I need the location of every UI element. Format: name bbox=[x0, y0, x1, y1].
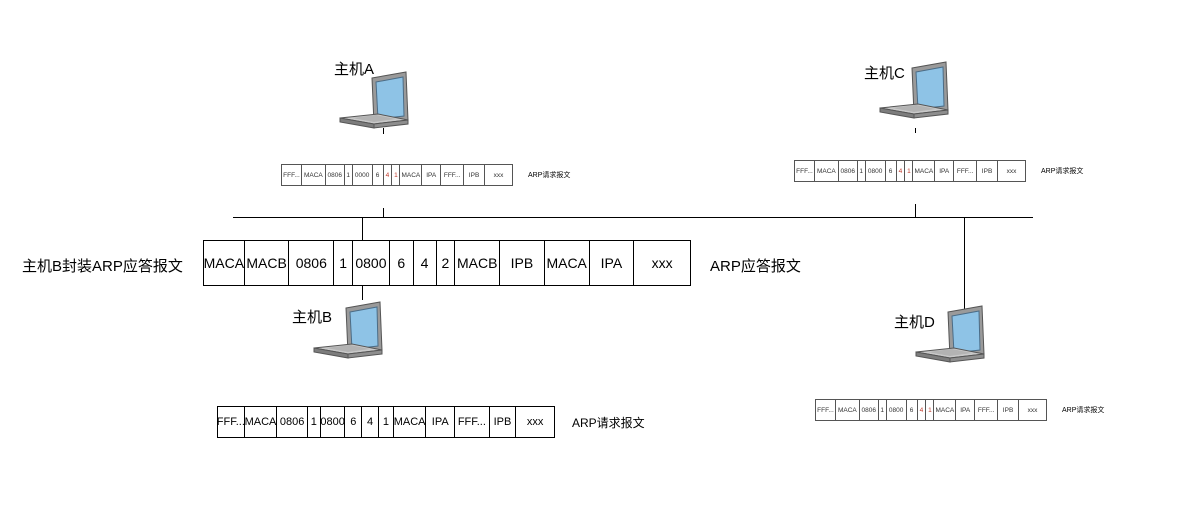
host-b-label: 主机B bbox=[292, 309, 333, 326]
host-d-packet-caption: ARP请求报文 bbox=[1062, 407, 1105, 414]
packet-field: 0806 bbox=[324, 164, 345, 186]
packet-field: 2 bbox=[435, 240, 456, 286]
packet-field: MACA bbox=[813, 160, 839, 182]
packet-field: MACA bbox=[243, 406, 278, 438]
packet-field: xxx bbox=[515, 406, 555, 438]
packet-field: xxx bbox=[484, 164, 513, 186]
laptop-icon bbox=[914, 304, 986, 366]
packet-field: xxx bbox=[1018, 399, 1047, 421]
laptop-icon bbox=[338, 70, 410, 132]
host-c-drop-line-top bbox=[915, 128, 916, 133]
laptop-icon bbox=[312, 300, 384, 362]
host-a-drop-line-top bbox=[383, 128, 384, 134]
packet-field: 6 bbox=[344, 406, 363, 438]
packet-field: 0800 bbox=[885, 399, 907, 421]
network-bus-line bbox=[233, 217, 1033, 218]
host-d-label: 主机D bbox=[894, 314, 935, 331]
packet-field: MACA bbox=[392, 406, 427, 438]
packet-field: MACA bbox=[834, 399, 860, 421]
packet-field: IPA bbox=[955, 399, 976, 421]
packet-field: IPB bbox=[997, 399, 1019, 421]
packet-field: 0800 bbox=[864, 160, 886, 182]
packet-field: 1 bbox=[378, 406, 394, 438]
packet-field: FFF... bbox=[794, 160, 815, 182]
packet-field: FFF... bbox=[440, 164, 465, 186]
host-c-label: 主机C bbox=[864, 65, 905, 82]
packet-field: IPB bbox=[463, 164, 485, 186]
packet-field: xxx bbox=[997, 160, 1026, 182]
host-a-packet-caption: ARP请求报文 bbox=[528, 172, 571, 179]
host-a-label: 主机A bbox=[334, 61, 375, 78]
packet-field: 1 bbox=[333, 240, 354, 286]
packet-field: 0806 bbox=[858, 399, 879, 421]
packet-field: MACB bbox=[454, 240, 501, 286]
host-b-reply-caption: ARP应答报文 bbox=[710, 258, 801, 275]
packet-field: FFF... bbox=[953, 160, 978, 182]
packet-field: 0806 bbox=[837, 160, 858, 182]
packet-field: MACA bbox=[203, 240, 245, 286]
host-c-drop-line bbox=[915, 204, 916, 218]
packet-field: FFF... bbox=[815, 399, 836, 421]
packet-field: 0800 bbox=[319, 406, 346, 438]
host-b-request-caption: ARP请求报文 bbox=[572, 416, 645, 430]
packet-field: IPA bbox=[934, 160, 955, 182]
packet-field: IPB bbox=[488, 406, 517, 438]
packet-field: FFF... bbox=[217, 406, 245, 438]
packet-field: 4 bbox=[412, 240, 437, 286]
packet-field: 6 bbox=[388, 240, 414, 286]
packet-field: IPB bbox=[499, 240, 545, 286]
laptop-icon bbox=[878, 60, 950, 122]
packet-field: MACB bbox=[243, 240, 290, 286]
host-d-drop-line bbox=[964, 218, 965, 318]
packet-field: 1 bbox=[306, 406, 321, 438]
packet-field: xxx bbox=[633, 240, 691, 286]
packet-field: MACA bbox=[300, 164, 326, 186]
packet-field: FFF... bbox=[454, 406, 490, 438]
packet-field: IPA bbox=[421, 164, 442, 186]
packet-field: FFF... bbox=[281, 164, 302, 186]
packet-field: 0800 bbox=[352, 240, 390, 286]
host-a-drop-line bbox=[383, 208, 384, 218]
packet-field: MACA bbox=[543, 240, 590, 286]
packet-field: MACA bbox=[933, 399, 957, 421]
packet-field: 4 bbox=[361, 406, 379, 438]
packet-field: IPB bbox=[976, 160, 998, 182]
packet-field: 0806 bbox=[288, 240, 335, 286]
packet-field: IPA bbox=[425, 406, 456, 438]
packet-field: 0000 bbox=[351, 164, 373, 186]
host-c-packet-caption: ARP请求报文 bbox=[1041, 168, 1084, 175]
packet-field: 0806 bbox=[276, 406, 308, 438]
packet-field: MACA bbox=[912, 160, 936, 182]
packet-field: IPA bbox=[588, 240, 635, 286]
packet-field: FFF... bbox=[974, 399, 999, 421]
packet-field: MACA bbox=[399, 164, 423, 186]
host-b-reply-left-label: 主机B封装ARP应答报文 bbox=[22, 258, 183, 275]
